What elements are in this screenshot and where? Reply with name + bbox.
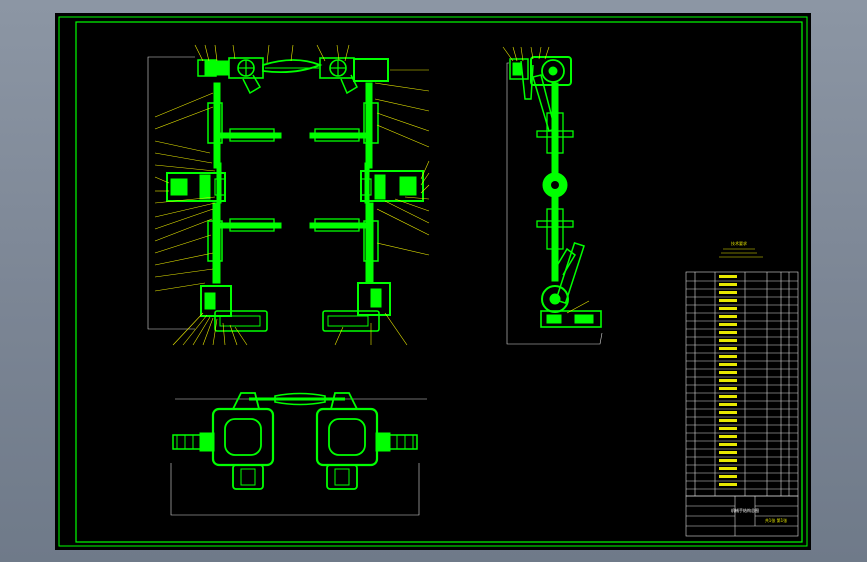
parts-row-text bbox=[719, 283, 737, 286]
parts-row-text bbox=[719, 387, 737, 390]
parts-row-text bbox=[719, 427, 737, 430]
inner-frame bbox=[75, 21, 803, 543]
parts-row-text bbox=[719, 451, 737, 454]
parts-row-text bbox=[719, 347, 737, 350]
parts-row-text bbox=[719, 419, 737, 422]
parts-row-text bbox=[719, 371, 737, 374]
parts-row-text bbox=[719, 339, 737, 342]
parts-row-text bbox=[719, 483, 737, 486]
parts-row-text bbox=[719, 291, 737, 294]
outer-frame bbox=[58, 16, 808, 547]
drawing-name: 机械手结构总图 bbox=[731, 507, 759, 513]
technical-notes: 技术要求 bbox=[731, 240, 747, 246]
parts-row-text bbox=[719, 467, 737, 470]
parts-row-text bbox=[719, 299, 737, 302]
parts-row-text bbox=[719, 475, 737, 478]
parts-row-text bbox=[719, 275, 737, 278]
parts-row-text bbox=[719, 395, 737, 398]
parts-row-text bbox=[719, 315, 737, 318]
parts-row-text bbox=[719, 323, 737, 326]
side-view bbox=[502, 46, 603, 345]
parts-row-text bbox=[719, 435, 737, 438]
parts-row-text bbox=[719, 331, 737, 334]
parts-row-text bbox=[719, 403, 737, 406]
parts-row-text bbox=[719, 307, 737, 310]
parts-row-text bbox=[719, 411, 737, 414]
top-view bbox=[170, 392, 427, 516]
parts-row-text bbox=[719, 443, 737, 446]
cad-drawing: 技术要求 机械手结构总图 共1张 第1张 bbox=[58, 16, 808, 547]
drawing-sheet: 技术要求 机械手结构总图 共1张 第1张 bbox=[55, 13, 811, 550]
parts-row-text bbox=[719, 379, 737, 382]
sheet-count: 共1张 第1张 bbox=[765, 517, 787, 523]
title-block: 技术要求 机械手结构总图 共1张 第1张 bbox=[685, 240, 799, 537]
parts-row-text bbox=[719, 459, 737, 462]
parts-row-text bbox=[719, 355, 737, 358]
front-view bbox=[147, 44, 430, 346]
parts-row-text bbox=[719, 363, 737, 366]
